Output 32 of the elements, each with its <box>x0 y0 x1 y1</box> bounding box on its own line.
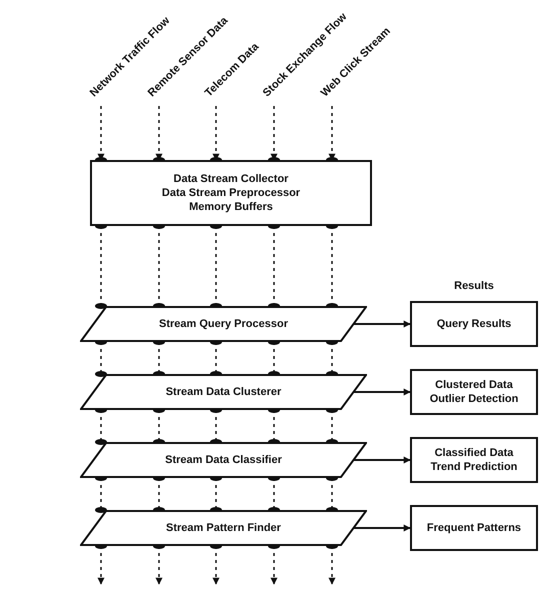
node-text: Stream Data Classifier <box>165 452 282 468</box>
process-parallelogram <box>80 374 367 410</box>
node-text: Memory Buffers <box>189 200 273 214</box>
column-heading: Results <box>453 280 495 292</box>
node-text: Stream Data Clusterer <box>166 384 282 400</box>
node-text: Clustered Data <box>435 378 513 392</box>
arrow <box>354 320 411 328</box>
result-box <box>410 301 538 347</box>
process-parallelogram <box>80 306 367 342</box>
arrow <box>354 388 411 396</box>
dashed-connector <box>156 546 162 585</box>
dashed-connector <box>98 546 104 585</box>
result-box <box>410 369 538 415</box>
node-text: Data Stream Collector <box>174 172 288 186</box>
node-text: Classified Data <box>434 446 514 460</box>
node-text: Frequent Patterns <box>426 520 522 536</box>
node-text: Stream Pattern Finder <box>166 520 281 536</box>
dashed-connector <box>212 546 220 585</box>
node-text: Data Stream Preprocessor <box>162 186 300 200</box>
result-box <box>410 437 538 483</box>
dashed-connector <box>328 546 336 585</box>
dashed-connector <box>270 546 278 585</box>
process-parallelogram <box>80 510 367 546</box>
node-text: Outlier Detection <box>430 392 518 406</box>
node-text: Trend Prediction <box>430 460 518 474</box>
arrow <box>354 524 411 532</box>
process-box <box>90 160 372 226</box>
result-box <box>410 505 538 551</box>
node-text: Stream Query Processor <box>158 316 288 332</box>
arrow <box>354 456 411 464</box>
process-parallelogram <box>80 442 367 478</box>
node-text: Query Results <box>436 316 512 332</box>
